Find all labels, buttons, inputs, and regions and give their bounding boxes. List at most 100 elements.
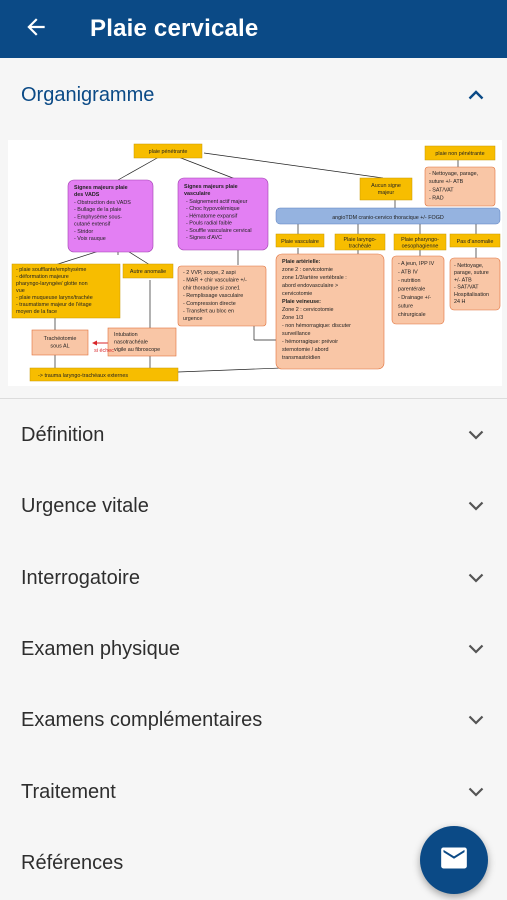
diagram-text-line: Zone 2 : cervicotomie [282,307,334,313]
chevron-up-icon [467,86,485,104]
svg-text:angioTDM cranio-cervico thorac: angioTDM cranio-cervico thoracique +/- F… [332,215,444,221]
accordion-title: Définition [21,423,105,446]
chevron-down-icon [467,497,485,515]
accordion-title: Références [21,851,124,874]
svg-text:plaie non pénétrante: plaie non pénétrante [435,151,484,157]
svg-text:Pas d'anomalie: Pas d'anomalie [457,239,494,245]
diagram-text-line: - Souffle vasculaire cervical [186,228,252,234]
svg-text:Plaie vasculaire: Plaie vasculaire [281,239,319,245]
diagram-text-line: - plaie soufflante/emphysème [16,267,86,273]
diagram-text-line: - Compression directe [183,301,236,307]
diagram-text-line: nasotrachéale [114,340,148,346]
diagram-text-line: parage, suture [454,270,489,276]
box-plaie-vasculaire [275,233,325,248]
chevron-down-icon [467,711,485,729]
diagram-text-line: Aucun signe [371,183,401,189]
diagram-text-line: suture [398,304,413,310]
accordion-header-examen-physique[interactable]: Examen physique [0,613,507,685]
flowchart-svg: plaie pénétrante plaie non pénétrante - … [11,143,501,382]
accordion-header-examens-complementaires[interactable]: Examens complémentaires [0,684,507,756]
accordion-header-traitement[interactable]: Traitement [0,756,507,828]
diagram-text-line: - Transfert au bloc en [183,309,234,315]
contact-fab-button[interactable] [420,826,488,894]
diagram-text-line: trachéale [349,244,371,250]
diagram-text-line: vigile au fibroscope [114,347,160,353]
chevron-down-icon [467,569,485,587]
app-bar: Plaie cervicale [0,0,507,58]
diagram-text-line: - Bullage de la plaie [74,207,121,213]
diagram-text-line: chir thoracique si zone1 [183,285,240,291]
diagram-text-line: abord endovasculaire > [282,283,338,289]
accordion-title: Urgence vitale [21,494,149,517]
diagram-text-line: - Voix rauque [74,236,106,242]
box-aucun-signe [359,177,413,201]
diagram-text-line: Plaie pharyngo- [401,237,439,243]
accordion-header-urgence-vitale[interactable]: Urgence vitale [0,470,507,542]
box-plaie-pharyngo [393,233,447,251]
diagram-text-line: Trachéotomie [44,336,77,342]
diagram-text-line: Plaie veineuse: [282,299,321,305]
diagram-text-line: sous AL [50,344,69,350]
box-tracheotomie [31,329,89,356]
box-signes-vasculaire [177,177,269,251]
diagram-text-line: sternotomie / abord [282,347,328,353]
accordion-title: Organigramme [21,83,155,106]
box-pharyngo-actions [391,255,445,325]
accordion-header-definition[interactable]: Définition [0,399,507,471]
diagram-text-line: majeur [378,190,395,196]
diagram-text-line: urgence [183,316,202,322]
diagram-text-line: - nutrition [398,278,420,284]
section-interrogatoire: Interrogatoire [0,542,507,614]
accordion-title: Examen physique [21,637,180,660]
box-prise-en-charge-vasculaire [177,265,267,327]
diagram-text-line: chirurgicale [398,312,426,318]
diagram-text-line: Plaie laryngo- [344,237,377,243]
section-organigramme: Organigramme [0,58,507,132]
chevron-down-icon [467,426,485,444]
diagram-text-line: Signes majeurs plaie [74,185,128,191]
diagram-text-line: - A jeun, IPP IV [398,261,435,267]
chevron-down-icon [467,783,485,801]
diagram-text-line: suture +/- ATB [429,179,464,185]
section-examen-physique: Examen physique [0,613,507,685]
box-trauma-laryngo [29,367,179,382]
accordion-title: Examens complémentaires [21,708,263,731]
box-pas-anomalie-actions [449,257,501,311]
page-title: Plaie cervicale [90,15,259,42]
diagram-text-line: - Emphysème sous- [74,214,122,220]
box-autre-anomalie [122,263,174,279]
chevron-down-icon [467,640,485,658]
box-non-penetrante-actions [424,166,496,207]
diagram-text-line: - Stridor [74,229,93,235]
diagram-text-line: Intubation [114,332,138,338]
diagram-text-line: - 2 VVP, scope, 2 aspi [183,270,236,276]
diagram-text-line: surveillance [282,331,310,337]
svg-text:Autre anomalie: Autre anomalie [130,269,166,275]
diagram-text-line: - Nettoyage, [454,263,484,269]
diagram-text-line: - SAT/VAT [454,285,479,291]
diagram-text-line: - traumatisme majeur de l'étage [16,302,92,308]
section-traitement: Traitement [0,756,507,828]
diagram-text-line: - hémorragique: prévoir [282,339,338,345]
diagram-text-line: - SAT/VAT [429,187,454,193]
organigramme-diagram: plaie pénétrante plaie non pénétrante - … [8,140,502,386]
accordion-header-interrogatoire[interactable]: Interrogatoire [0,542,507,614]
diagram-text-line: - RAD [429,196,444,202]
diagram-text-line: - Nettoyage, parage, [429,171,479,177]
diagram-text-line: transmastoïdien [282,355,320,361]
box-angio-tdm [275,207,501,225]
diagram-text-line: - Pouls radial faible [186,221,232,227]
box-plaie-laryngo [334,233,386,251]
diagram-text-line: - Remplissage vasculaire [183,293,243,299]
diagram-text-line: oesophagienne [402,244,439,250]
back-button[interactable] [0,0,72,58]
accordion-header-references[interactable]: Références [0,827,507,899]
box-intubation [107,327,177,357]
diagram-text-line: - Obstruction des VADS [74,200,131,206]
accordion-header-organigramme[interactable]: Organigramme [0,58,507,132]
mail-icon [440,847,468,874]
box-signes-vads [67,179,154,253]
diagram-text-line: - Hématome expansif [186,213,238,219]
diagram-text-line: pharyngo-laryngée/ glotte non [16,281,88,287]
label-si-echec: si échec [94,348,114,354]
